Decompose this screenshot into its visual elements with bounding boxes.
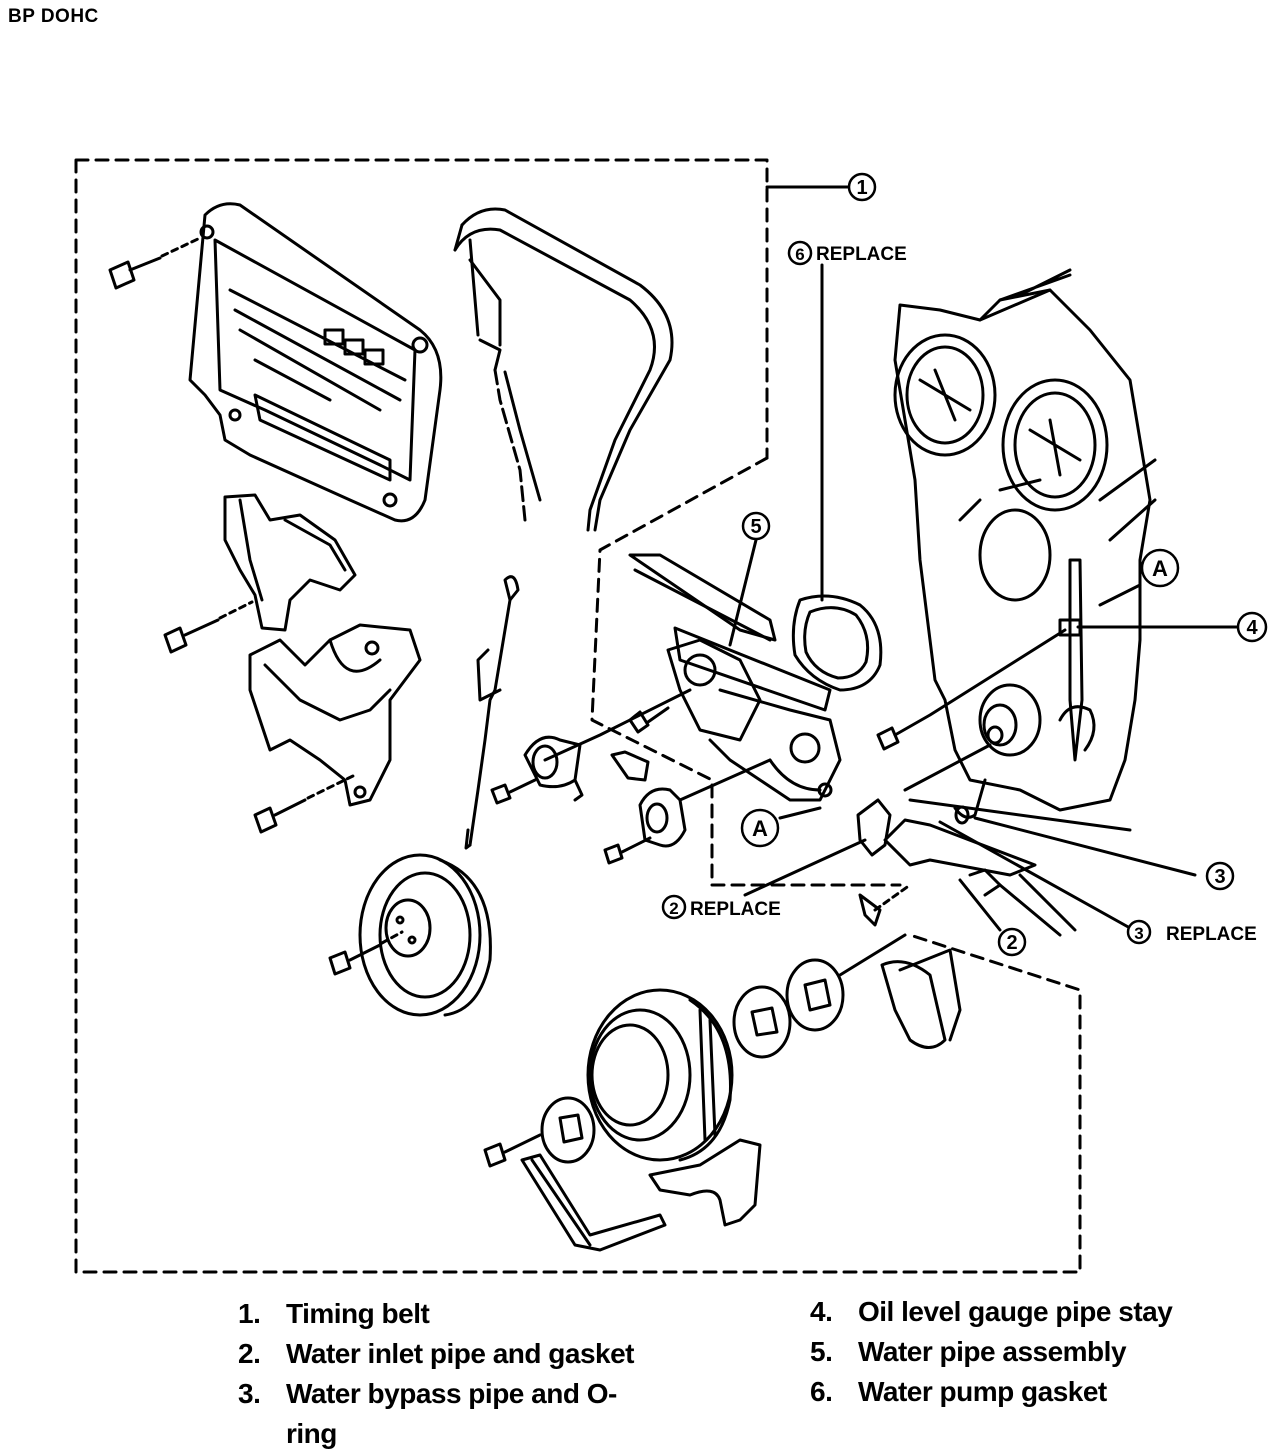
bolt-crank-pulley <box>328 930 404 976</box>
engine-block <box>893 268 1157 812</box>
replace-label-2: REPLACE <box>690 899 781 920</box>
legend-number: 6. <box>810 1376 833 1407</box>
callout-1-label: 1 <box>856 177 867 199</box>
legend-item: 4. Oil level gauge pipe stay <box>810 1292 1270 1332</box>
oil-gauge-pipe <box>1058 558 1084 762</box>
accessory-belt-2 <box>648 1138 762 1227</box>
bolt-upper-cover <box>108 236 202 290</box>
bolt-middle-cover <box>163 600 254 654</box>
crankshaft-pulley <box>358 853 492 1017</box>
water-inlet-pipe <box>858 818 1077 937</box>
lower-timing-cover <box>248 623 422 807</box>
water-bypass-pipe <box>903 743 1197 877</box>
replace-label-6: REPLACE <box>816 244 907 265</box>
callout-3a-label: 3 <box>1214 866 1225 888</box>
legend-item: 3. Water bypass pipe and O-ring <box>238 1374 698 1454</box>
callout-5-circle <box>741 511 771 541</box>
callout-3b-label: 3 <box>1134 924 1143 943</box>
crank-plate <box>732 985 792 1059</box>
legend-number: 2. <box>238 1338 261 1369</box>
water-pump-gasket <box>791 594 883 692</box>
dashed-boundary-inner <box>590 456 902 887</box>
legend-text: Water bypass pipe and O-ring <box>286 1378 617 1449</box>
callout-2b-label: 2 <box>1006 932 1017 954</box>
callout-6-circle <box>787 240 813 266</box>
callout-2a-circle <box>661 894 687 920</box>
leader-line-2-upper <box>743 838 867 897</box>
balancer-belt <box>880 948 962 1049</box>
dashed-boundary-main <box>74 158 1082 1274</box>
legend-text: Timing belt <box>286 1298 430 1329</box>
callout-4-circle <box>1236 611 1268 643</box>
water-inlet-gasket <box>856 798 892 857</box>
callout-4-label: 4 <box>1246 617 1258 639</box>
bolt-lower-cover <box>253 773 357 834</box>
callout-6-label: 6 <box>795 245 804 264</box>
legend-left: 1. Timing belt 2. Water inlet pipe and g… <box>238 1294 698 1454</box>
bolt-idler <box>603 836 652 865</box>
legend-number: 3. <box>238 1378 261 1409</box>
bolt-tensioner-small <box>628 706 670 734</box>
bolt-tensioner <box>490 778 537 805</box>
leader-line-2-lower <box>958 878 1002 932</box>
callout-2a-label: 2 <box>669 899 678 918</box>
accessory-belt-1 <box>520 1153 667 1252</box>
exploded-engine-diagram: 1 6 5 A 4 A 3 2 3 2 REPLACE REPLACE REPL… <box>74 158 1268 1274</box>
legend-text: Oil level gauge pipe stay <box>858 1296 1173 1327</box>
legend-right: 4. Oil level gauge pipe stay 5. Water pi… <box>810 1292 1270 1412</box>
legend-item: 5. Water pipe assembly <box>810 1332 1270 1372</box>
callout-a-upper-label: A <box>1152 556 1168 581</box>
legend-number: 4. <box>810 1296 833 1327</box>
callout-2b-circle <box>997 927 1027 957</box>
page-title: BP DOHC <box>8 6 99 27</box>
callout-3b-circle <box>1126 919 1152 945</box>
leader-line-3-replace <box>938 820 1132 930</box>
timing-belt-tensioner <box>523 688 692 802</box>
replace-label-3: REPLACE <box>1166 924 1257 945</box>
legend-number: 1. <box>238 1298 261 1329</box>
callout-a-lower-label: A <box>752 816 768 841</box>
leader-line-5 <box>728 538 758 647</box>
bolt-crank-lower <box>483 1133 542 1168</box>
callout-5-label: 5 <box>750 516 761 538</box>
idler-pulley <box>638 758 772 848</box>
water-pipe-assembly <box>628 553 842 802</box>
legend-text: Water pump gasket <box>858 1376 1107 1407</box>
middle-timing-cover <box>223 493 357 632</box>
callout-1-circle <box>847 172 877 202</box>
tensioner-spring <box>610 750 650 782</box>
legend-item: 6. Water pump gasket <box>810 1372 1270 1412</box>
bolt-gauge-stay <box>876 628 1067 751</box>
callout-a-lower-circle <box>740 808 780 848</box>
legend-item: 2. Water inlet pipe and gasket <box>238 1334 698 1374</box>
callout-a-upper-circle <box>1140 548 1180 588</box>
crank-pulley-plate <box>540 1096 596 1164</box>
legend-text: Water inlet pipe and gasket <box>286 1338 634 1369</box>
legend-item: 1. Timing belt <box>238 1294 698 1334</box>
legend-text: Water pipe assembly <box>858 1336 1127 1367</box>
leader-line-a-lower <box>778 806 822 820</box>
oil-dipstick <box>464 575 520 850</box>
crank-sprocket <box>785 933 907 1032</box>
legend-number: 5. <box>810 1336 833 1367</box>
upper-timing-cover <box>188 202 443 523</box>
callout-3a-circle <box>1205 861 1235 891</box>
leader-line-a-upper <box>1098 583 1142 607</box>
crankshaft-pulley-lower <box>586 988 734 1162</box>
timing-belt <box>453 207 674 532</box>
